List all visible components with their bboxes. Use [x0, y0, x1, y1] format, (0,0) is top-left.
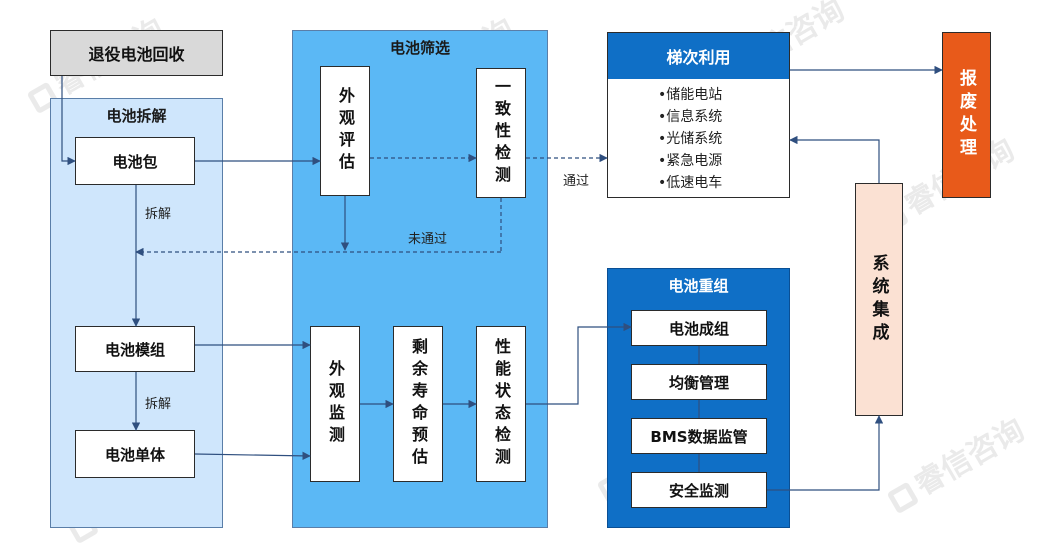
list-item: •信息系统 [658, 109, 723, 125]
scrap-processing-box: 报废处理 [942, 32, 991, 198]
battery-pack-label: 电池包 [112, 152, 158, 171]
regroup-step-label: 均衡管理 [668, 373, 729, 392]
performance-state-label: 性能状态检测 [492, 338, 511, 470]
remaining-life-box: 剩余寿命预估 [393, 326, 443, 482]
regroup-step-label: 电池成组 [668, 319, 729, 338]
arrow-safety-to-integration [767, 415, 884, 491]
arrow-cell-to-monitor [194, 451, 311, 461]
regroup-step-box: 电池成组 [631, 310, 767, 346]
cascade-use-list: •储能电站 •信息系统 •光储系统 •紧急电源 •低速电车 [608, 79, 789, 194]
disassemble-label-1: 拆解 [145, 207, 172, 222]
regroup-step-label: 安全监测 [668, 481, 729, 500]
list-item: •光储系统 [658, 131, 723, 147]
regroup-step-label: BMS数据监管 [650, 427, 748, 446]
arrow-recycle-to-pack [61, 76, 76, 166]
remaining-life-label: 剩余寿命预估 [409, 338, 428, 470]
screening-title: 电池筛选 [389, 39, 450, 57]
arrow-performance-to-regroup [526, 322, 632, 405]
battery-pack-box: 电池包 [75, 137, 195, 185]
list-item: •紧急电源 [658, 153, 723, 169]
appearance-evaluation-label: 外观评估 [336, 87, 355, 175]
regroup-step-box: 均衡管理 [631, 364, 767, 400]
consistency-test-box: 一致性检测 [476, 68, 526, 198]
appearance-monitor-label: 外观监测 [326, 360, 345, 448]
battery-module-label: 电池模组 [104, 340, 165, 359]
battery-cell-label: 电池单体 [104, 445, 165, 464]
cascade-use-panel: 梯次利用 •储能电站 •信息系统 •光储系统 •紧急电源 •低速电车 [607, 32, 790, 198]
disassemble-label-2: 拆解 [145, 397, 172, 412]
scrap-processing-label: 报废处理 [956, 69, 976, 161]
cascade-use-title: 梯次利用 [666, 48, 731, 67]
arrow-integration-to-cascade [789, 135, 880, 183]
appearance-evaluation-box: 外观评估 [320, 66, 370, 196]
appearance-monitor-box: 外观监测 [310, 326, 360, 482]
battery-cell-box: 电池单体 [75, 430, 195, 478]
consistency-test-label: 一致性检测 [492, 78, 511, 188]
battery-module-box: 电池模组 [75, 326, 195, 372]
cascade-use-header: 梯次利用 [608, 33, 789, 79]
passed-label: 通过 [563, 174, 590, 189]
regroup-step-box: 安全监测 [631, 472, 767, 508]
list-item: •储能电站 [658, 87, 723, 103]
system-integration-label: 系统集成 [868, 253, 889, 346]
regroup-title: 电池重组 [668, 277, 729, 295]
list-item: •低速电车 [658, 175, 723, 191]
retired-battery-recycling-box: 退役电池回收 [50, 30, 223, 76]
not-passed-label: 未通过 [408, 232, 448, 247]
system-integration-box: 系统集成 [855, 183, 903, 416]
performance-state-box: 性能状态检测 [476, 326, 526, 482]
retired-battery-recycling-label: 退役电池回收 [88, 45, 185, 64]
regroup-step-box: BMS数据监管 [631, 418, 767, 454]
disassembly-title: 电池拆解 [106, 107, 167, 125]
